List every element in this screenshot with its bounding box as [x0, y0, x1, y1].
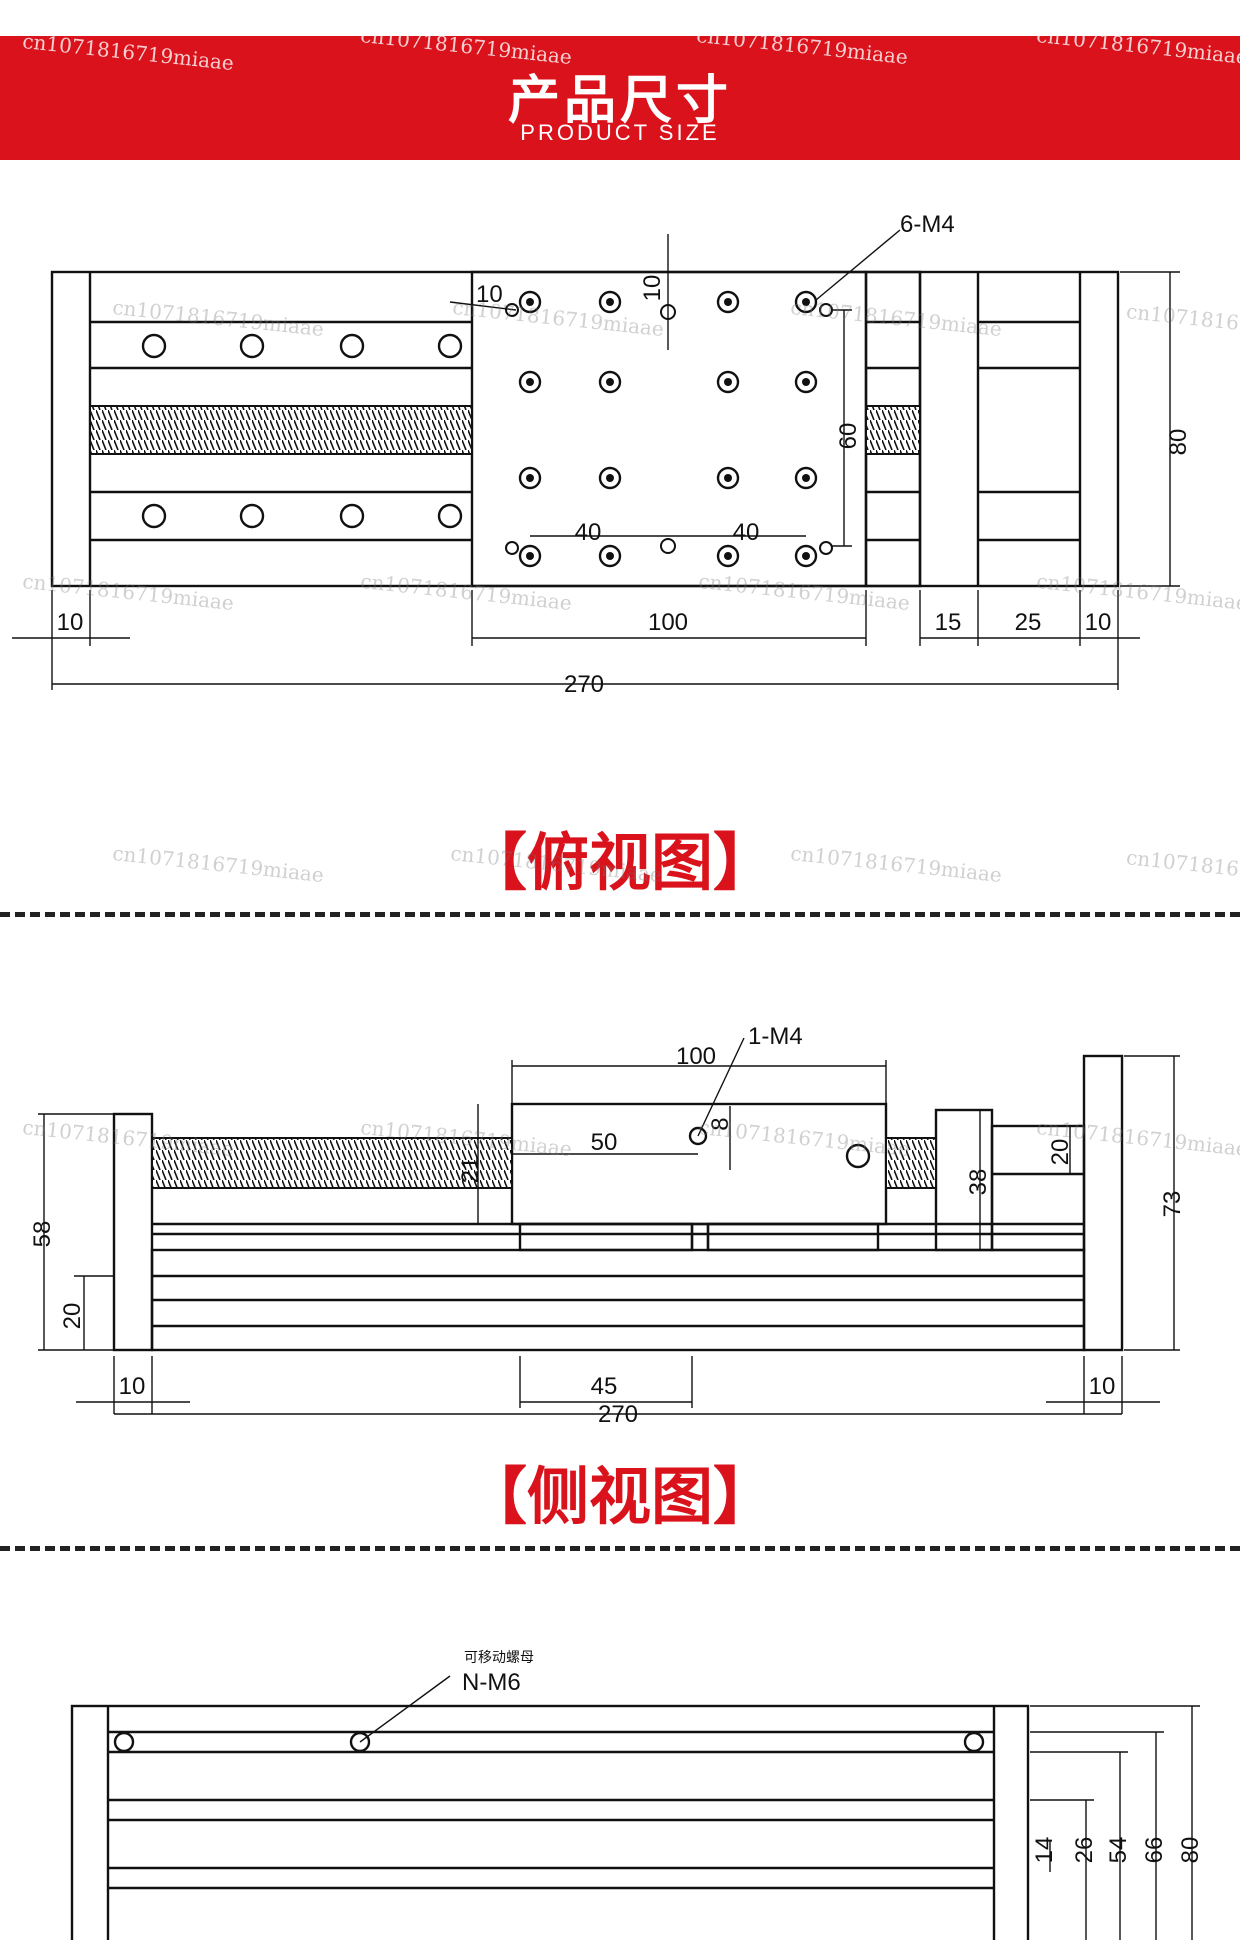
top-lead-screw-right: [865, 405, 921, 455]
end-nut-callout: N-M6: [462, 1669, 521, 1696]
top-dim-40-right: 40: [733, 519, 760, 546]
side-dim-45: 45: [591, 1373, 618, 1400]
top-dim-60: 60: [835, 423, 862, 450]
side-dim-10-left: 10: [119, 1373, 146, 1400]
side-dim-270: 270: [598, 1401, 638, 1428]
divider-2: [0, 1546, 1240, 1551]
side-dim-21: 21: [457, 1157, 484, 1184]
side-dim-58: 58: [29, 1221, 56, 1248]
side-dim-38: 38: [965, 1169, 992, 1196]
end-dim-14: 14: [1031, 1837, 1058, 1864]
end-dim-80: 80: [1177, 1837, 1204, 1864]
end-nut-note: 可移动螺母: [464, 1649, 534, 1665]
end-view-drawing: 可移动螺母 N-M6 14 26 54 66 80: [70, 1649, 1204, 1940]
end-dim-54: 54: [1105, 1837, 1132, 1864]
top-carriage-bolts: [505, 290, 833, 568]
top-dim-25: 25: [1015, 609, 1042, 636]
side-lead-screw-right: [885, 1137, 937, 1189]
side-dim-8: 8: [707, 1117, 734, 1130]
top-dim-80: 80: [1165, 429, 1192, 456]
end-dim-66: 66: [1141, 1837, 1168, 1864]
top-dim-10-right: 10: [1085, 609, 1112, 636]
top-dim-40-left: 40: [575, 519, 602, 546]
top-dim-270: 270: [564, 671, 604, 698]
top-dim-15: 15: [935, 609, 962, 636]
divider-1: [0, 912, 1240, 917]
header-banner: [0, 36, 1240, 160]
side-dim-20-right: 20: [1047, 1139, 1074, 1166]
top-dim-10-vertical: 10: [639, 275, 666, 302]
side-dim-73: 73: [1159, 1191, 1186, 1218]
side-overall-dim: 270: [114, 1401, 1122, 1428]
side-hole-callout: 1-M4: [748, 1023, 803, 1050]
top-view-title: 【俯视图】: [464, 826, 775, 899]
side-view-drawing: 1-M4 100 50 8 21 58 20 38 20 73 10 45 10: [29, 1023, 1186, 1414]
side-dim-50: 50: [591, 1129, 618, 1156]
top-dim-100: 100: [648, 609, 688, 636]
side-dim-10-right: 10: [1089, 1373, 1116, 1400]
page-title: 产品尺寸: [507, 71, 732, 131]
side-view-title: 【侧视图】: [464, 1460, 775, 1533]
side-dim-20-left: 20: [59, 1303, 86, 1330]
top-view-drawing: 6-M4 80 60 10 10 40 40 10 100 15 25 10 2…: [12, 211, 1192, 698]
top-dim-10-left: 10: [57, 609, 84, 636]
side-dim-100: 100: [676, 1043, 716, 1070]
top-lead-screw-left: [89, 405, 473, 455]
top-dim-10-horizontal: 10: [476, 281, 503, 308]
top-hole-callout: 6-M4: [900, 211, 955, 238]
end-dim-26: 26: [1071, 1837, 1098, 1864]
side-lead-screw-left: [151, 1137, 513, 1189]
page-subtitle: PRODUCT SIZE: [520, 120, 720, 145]
